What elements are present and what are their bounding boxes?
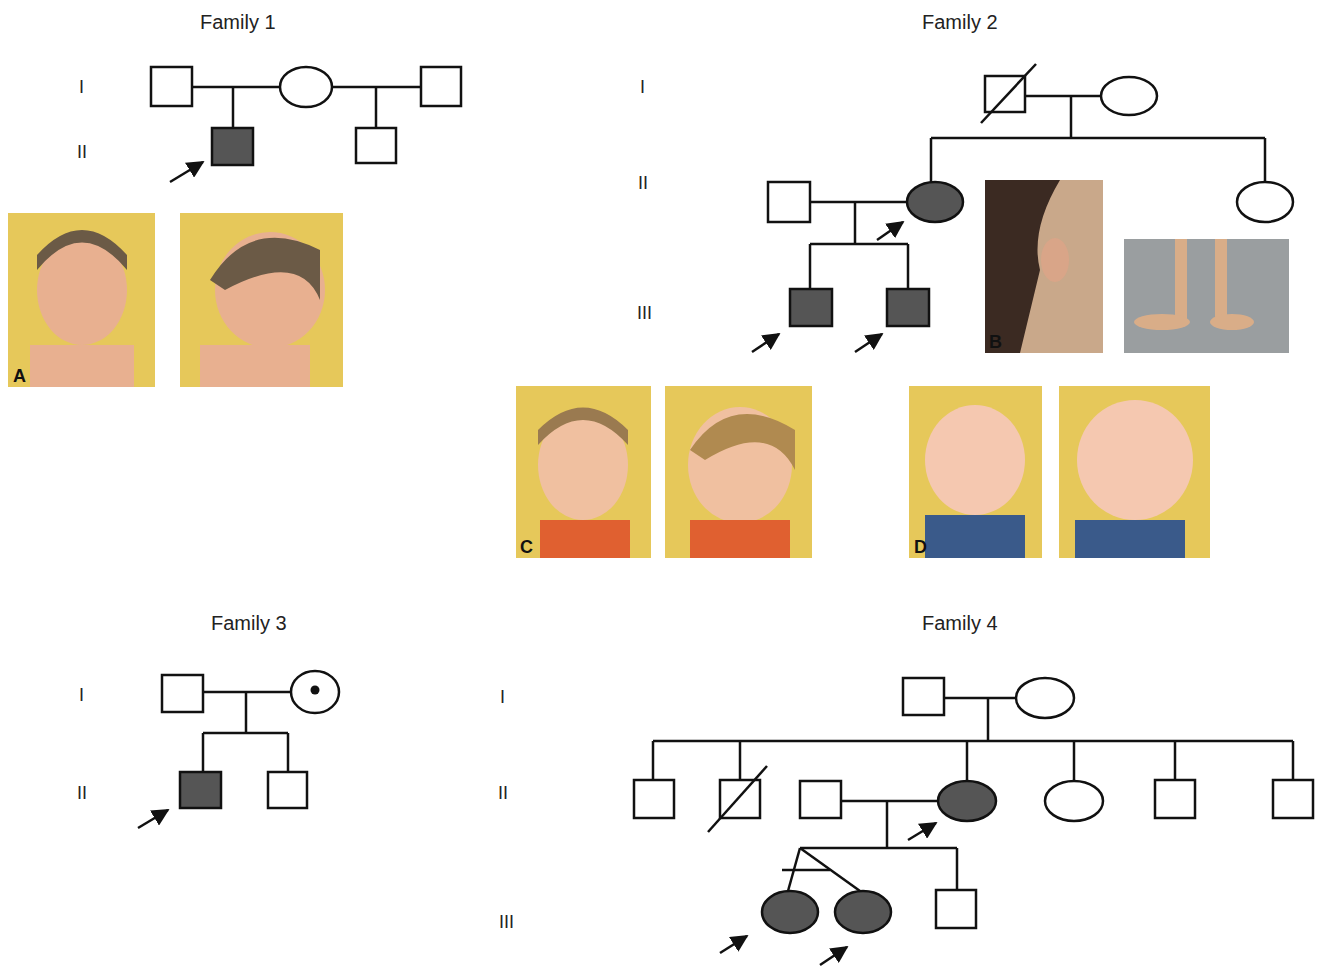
generation-label: I	[79, 78, 84, 96]
generation-label: II	[77, 143, 87, 161]
photo-letter: D	[914, 538, 927, 556]
generation-label: II	[638, 174, 648, 192]
generation-label: I	[79, 686, 84, 704]
family-title: Family 4	[922, 613, 998, 633]
generation-label: II	[498, 784, 508, 802]
generation-label: II	[77, 784, 87, 802]
photo-letter: A	[13, 367, 26, 385]
generation-label: III	[499, 913, 514, 931]
generation-label: I	[640, 78, 645, 96]
photo-letter: B	[989, 333, 1002, 351]
family-title: Family 3	[211, 613, 287, 633]
photo-letter: C	[520, 538, 533, 556]
generation-label: III	[637, 304, 652, 322]
generation-label: I	[500, 688, 505, 706]
family-title: Family 1	[200, 12, 276, 32]
family-title: Family 2	[922, 12, 998, 32]
